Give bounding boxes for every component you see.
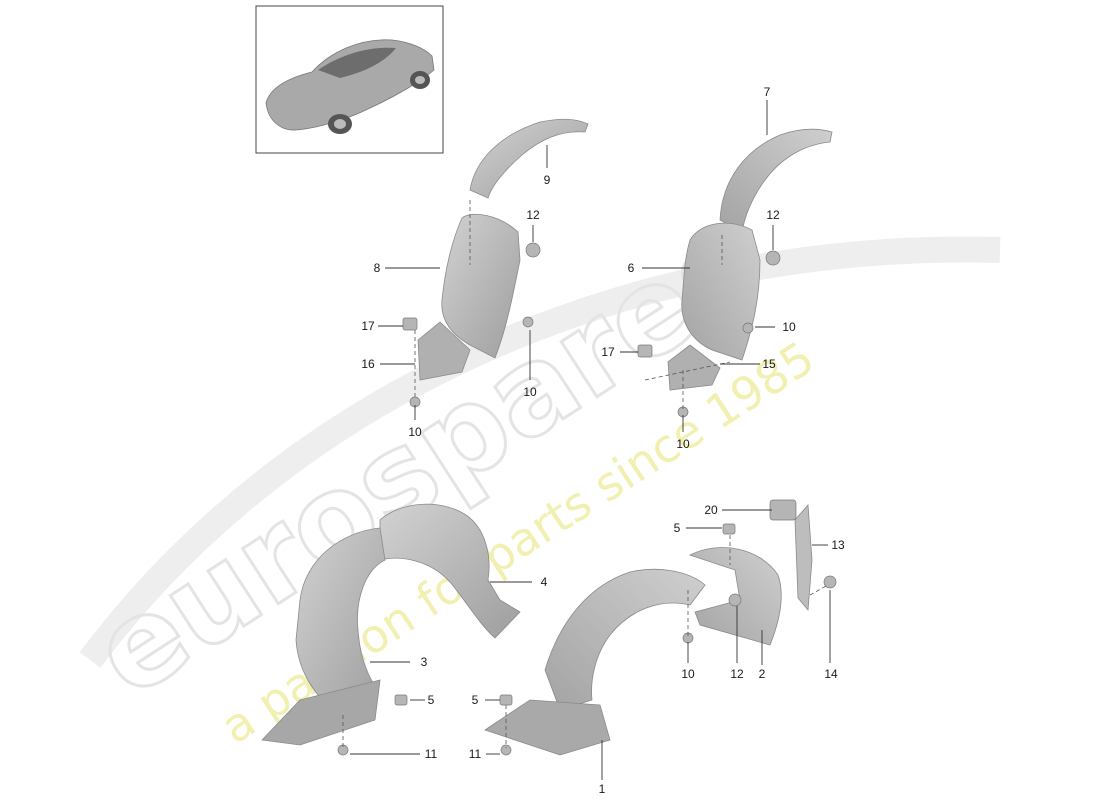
callout-16: 16 (361, 357, 375, 371)
callout-10-d: 10 (676, 437, 690, 451)
clip-5-upper (722, 523, 736, 535)
callout-20: 20 (704, 503, 718, 517)
nut-10-b (742, 322, 754, 334)
callout-5-center: 5 (472, 693, 479, 707)
clip-5-left (394, 694, 408, 706)
callout-12-lower: 12 (730, 667, 744, 681)
part-8-liner (417, 213, 521, 381)
callout-11-center: 11 (469, 747, 482, 761)
callout-8: 8 (374, 261, 381, 275)
screw-11-center (500, 744, 512, 756)
clip-17-right (637, 344, 653, 358)
car-thumbnail (255, 5, 444, 154)
part-6-liner (667, 222, 761, 391)
callout-10-e: 10 (681, 667, 695, 681)
clip-17-left (402, 317, 418, 331)
callout-13: 13 (831, 538, 845, 552)
callout-7: 7 (764, 85, 771, 99)
callout-14: 14 (824, 667, 838, 681)
bracket-20 (769, 499, 797, 521)
part-7-liner-top (719, 128, 833, 233)
callout-15: 15 (762, 357, 776, 371)
part-9-liner-top (469, 118, 589, 199)
screw-14 (823, 575, 837, 589)
leader-lines (350, 100, 831, 780)
callout-4: 4 (541, 575, 548, 589)
car-icon (265, 39, 435, 134)
part-1-liner (484, 568, 706, 756)
part-13-trim (794, 504, 813, 612)
nut-10-a (522, 316, 534, 328)
nut-12-left (525, 242, 541, 258)
part-3-liner (261, 527, 386, 746)
callout-10-c: 10 (408, 425, 422, 439)
callout-17-left: 17 (361, 319, 375, 333)
callout-10-a: 10 (523, 385, 537, 399)
callout-17-right: 17 (601, 345, 615, 359)
nut-12-lower (728, 593, 742, 607)
part-2-liner (688, 547, 782, 646)
callout-labels: 1 2 3 4 5 5 5 6 7 8 9 10 10 10 10 10 10 … (361, 85, 845, 796)
fasteners (337, 242, 837, 756)
callout-5-left: 5 (428, 693, 435, 707)
callout-3: 3 (421, 655, 428, 669)
callout-10-b: 10 (782, 320, 796, 334)
callout-1: 1 (599, 782, 606, 796)
part-4-liner (379, 503, 521, 639)
watermark: eurospares a passion for parts since 198… (69, 193, 1001, 754)
callout-9: 9 (544, 173, 551, 187)
callout-11-left: 11 (425, 747, 438, 761)
callout-12-right: 12 (766, 208, 780, 222)
callout-12-left: 12 (526, 208, 540, 222)
assembly-lines (342, 200, 829, 748)
nut-12-right (765, 250, 781, 266)
clip-5-center (499, 694, 513, 706)
callout-6: 6 (628, 261, 635, 275)
callout-2: 2 (759, 667, 766, 681)
callout-5-upper: 5 (674, 521, 681, 535)
